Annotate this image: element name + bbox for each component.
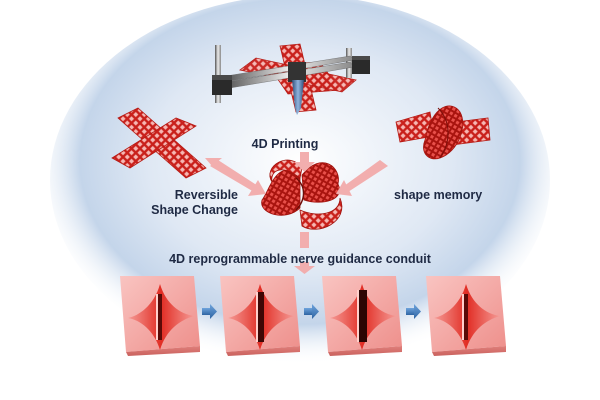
label-reversible-line1: Reversible (174, 188, 238, 202)
arrow-center-down (294, 232, 315, 274)
conduit-stage-3 (322, 276, 402, 356)
printer-motor-right (352, 56, 370, 74)
arrow-left-to-center (205, 158, 266, 196)
label-reversible-line2: Shape Change (151, 203, 238, 217)
conduit-stage-2 (220, 276, 300, 356)
printer-icon (212, 43, 370, 115)
label-4d-printing: 4D Printing (251, 137, 319, 151)
conduit-stage-1 (120, 276, 200, 356)
conduit-stage-4 (426, 276, 506, 356)
label-shape-memory: shape memory (394, 188, 483, 202)
blue-arrow-2 (304, 304, 319, 319)
blue-arrow-3 (406, 304, 421, 319)
arrow-printing-down (294, 152, 315, 172)
central-conduit-icon (261, 159, 343, 230)
printer-carriage (288, 62, 306, 82)
label-reversible-shape-change: Reversible Shape Change (128, 188, 238, 218)
label-nerve-guidance-conduit: 4D reprogrammable nerve guidance conduit (169, 252, 431, 266)
shape-memory-icon (395, 105, 491, 160)
printer-rod-left (215, 45, 221, 103)
blue-arrow-1 (202, 304, 217, 319)
reversible-cross-icon (111, 107, 207, 179)
arrow-right-to-center (336, 160, 388, 196)
printer-nozzle (292, 80, 304, 115)
